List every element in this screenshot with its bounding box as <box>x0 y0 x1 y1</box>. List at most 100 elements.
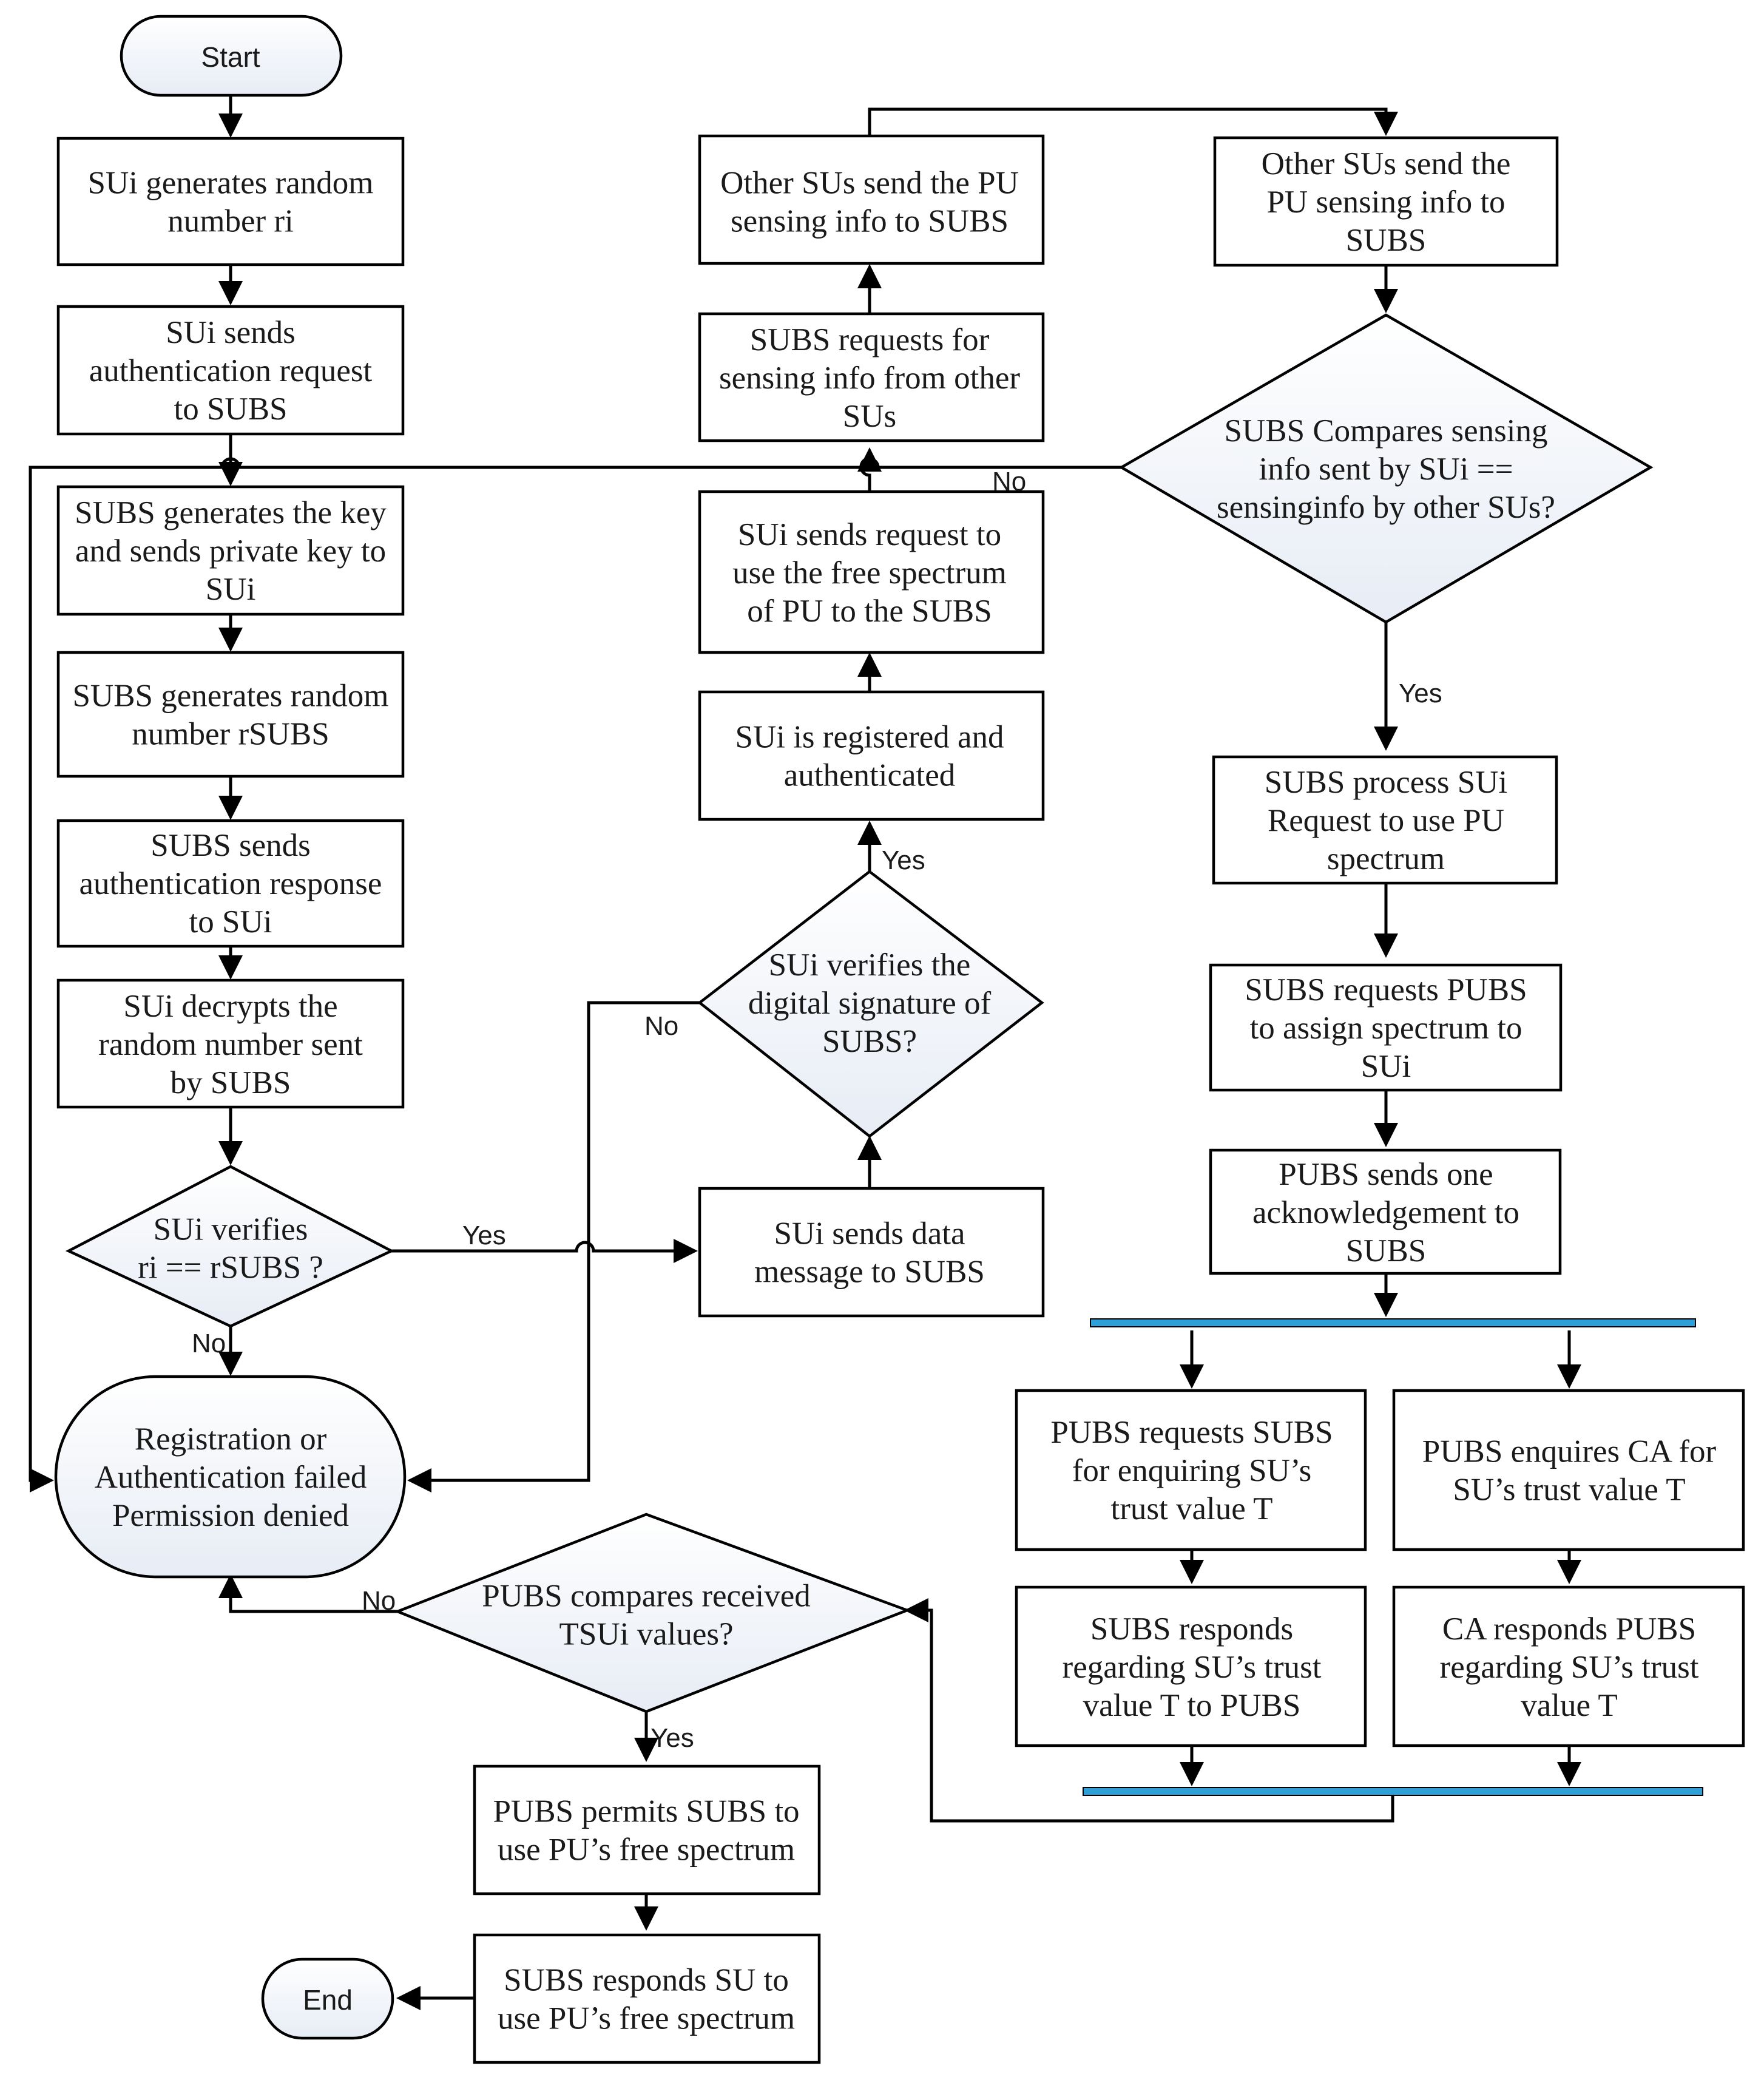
end-text: End <box>303 1984 353 2016</box>
registered-box <box>698 690 1045 821</box>
send-auth-resp-line: SUBS sends <box>150 828 311 863</box>
gen-ri-box <box>56 137 405 266</box>
compare-t-line: PUBS compares received <box>482 1579 811 1614</box>
pubs-enq-ca-line: SU’s trust value T <box>1453 1472 1685 1508</box>
send-auth-resp-line: to SUi <box>189 904 272 940</box>
edge-request-sensing <box>857 447 882 492</box>
registered-line: SUi is registered and <box>735 720 1004 755</box>
decrypt-box <box>56 978 405 1109</box>
process-request-line: SUBS process SUi <box>1265 765 1508 800</box>
compare-sensing-line: sensinginfo by other SUs? <box>1217 490 1555 525</box>
request-sensing-line: SUs <box>843 399 896 434</box>
ack-line: SUBS <box>1346 1233 1427 1269</box>
ack-line: acknowledgement to <box>1252 1195 1519 1230</box>
yes-verify-r-label: Yes <box>462 1221 506 1250</box>
gen-key-text: SUBS generates the key and sends private … <box>75 495 387 607</box>
gen-key-line: SUi <box>206 572 255 607</box>
pubs-enq-ca-line: PUBS enquires CA for <box>1422 1434 1717 1469</box>
decrypt-line: by SUBS <box>171 1065 291 1100</box>
edge-others1-others2 <box>868 107 1398 136</box>
request-sensing-box <box>698 312 1045 442</box>
gen-ri-line: SUi generates random <box>88 166 374 201</box>
request-spectrum-box <box>698 490 1045 654</box>
yes-compare-label: Yes <box>1399 679 1442 708</box>
ack-box <box>1209 1148 1562 1275</box>
gen-key-box <box>56 485 405 616</box>
gen-rsubs-line: SUBS generates random <box>72 679 388 714</box>
no-sig-label: No <box>644 1011 678 1041</box>
registered-line: authenticated <box>784 758 956 793</box>
request-sensing-text: SUBS requests for sensing info from other… <box>719 322 1020 434</box>
request-sensing-line: sensing info from other <box>719 361 1020 396</box>
verify-sig-line: digital signature of <box>748 986 992 1021</box>
ca-responds-line: regarding SU’s trust <box>1440 1650 1699 1685</box>
gen-rsubs-box <box>56 651 405 778</box>
subs-responds-line: regarding SU’s trust <box>1063 1650 1322 1685</box>
send-data-line: message to SUBS <box>754 1255 985 1290</box>
subs-responds-line: SUBS responds <box>1090 1611 1293 1647</box>
gen-key-line: SUBS generates the key <box>75 495 387 530</box>
start-terminal <box>120 15 343 97</box>
ca-responds-line: CA responds PUBS <box>1442 1611 1696 1647</box>
pubs-req-subs-line: for enquiring SU’s <box>1072 1453 1312 1488</box>
edge-comparet-failed-no <box>218 1574 397 1613</box>
send-auth-req-box <box>56 305 405 436</box>
request-pubs-line: SUBS requests PUBS <box>1245 972 1527 1008</box>
send-auth-req-line: authentication request <box>89 353 373 388</box>
gen-key-line: and sends private key to <box>75 534 386 569</box>
send-data-box <box>698 1187 1045 1318</box>
request-spectrum-line: of PU to the SUBS <box>747 594 992 629</box>
failed-line: Permission denied <box>112 1498 349 1533</box>
respond-su-box <box>473 1933 821 2064</box>
others-send-1-line: Other SUs send the PU <box>720 166 1019 201</box>
request-sensing-line: SUBS requests for <box>750 322 990 357</box>
ca-responds-line: value T <box>1521 1688 1617 1723</box>
respond-su-line: SUBS responds SU to <box>504 1963 789 1998</box>
send-auth-req-line: SUi sends <box>166 315 296 350</box>
failed-line: Registration or <box>135 1421 327 1457</box>
permit-line: use PU’s free spectrum <box>498 1832 795 1868</box>
shapes <box>54 15 1745 2064</box>
request-pubs-line: SUi <box>1361 1049 1411 1084</box>
connectors <box>29 96 1581 2010</box>
request-pubs-box <box>1209 963 1563 1092</box>
no-verify-r-label: No <box>192 1329 226 1358</box>
start-text: Start <box>201 41 260 73</box>
edge-verify-senddata-yes-path <box>391 1239 698 1263</box>
compare-sensing-line: SUBS Compares sensing <box>1225 413 1548 449</box>
compare-t-line: TSUi values? <box>559 1617 733 1652</box>
end-line: End <box>303 1984 353 2016</box>
gen-ri-line: number ri <box>167 204 294 239</box>
process-request-line: Request to use PU <box>1268 803 1504 838</box>
fork-bar <box>1090 1318 1696 1327</box>
others-send-2-line: PU sensing info to <box>1266 185 1505 220</box>
verify-sig-line: SUi verifies the <box>769 947 971 983</box>
others-send-2-line: SUBS <box>1346 223 1427 258</box>
edge-compare-failed-no <box>29 457 1121 1493</box>
compare-t-diamond <box>393 1513 911 1713</box>
process-request-line: spectrum <box>1327 841 1445 876</box>
verify-r-line: ri == rSUBS ? <box>138 1250 323 1286</box>
verify-sig-diamond <box>697 870 1044 1138</box>
request-pubs-line: to assign spectrum to <box>1250 1011 1522 1046</box>
start-line: Start <box>201 41 260 73</box>
end-terminal <box>261 1957 394 2040</box>
send-auth-resp-box <box>56 819 405 948</box>
verify-r-line: SUi verifies <box>154 1212 308 1247</box>
ca-responds-box <box>1392 1585 1745 1747</box>
join-bar <box>1083 1787 1703 1796</box>
